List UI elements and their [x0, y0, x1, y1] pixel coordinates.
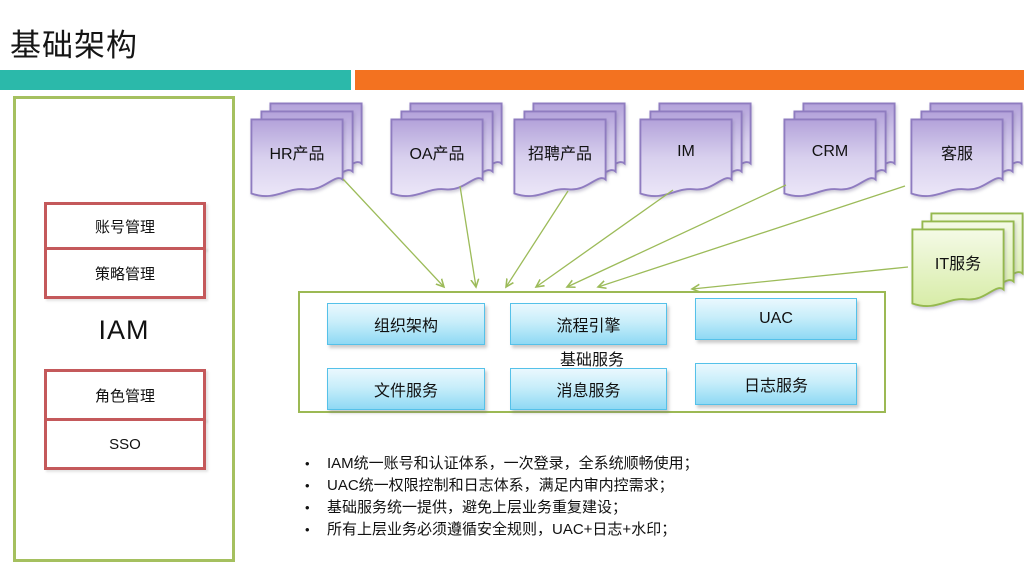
service-box-uac: UAC	[695, 298, 857, 340]
base-services-title: 基础服务	[559, 352, 624, 369]
product-stack-oa: OA产品	[390, 102, 504, 198]
note-item: 基础服务统一提供，避免上层业务重复建设；	[301, 497, 811, 519]
stack-label: IM	[677, 143, 695, 160]
stack-label: HR产品	[269, 146, 325, 163]
product-stack-crm: CRM	[783, 102, 897, 198]
product-stack-support: 客服	[910, 102, 1024, 198]
iam-panel: 账号管理 策略管理 IAM 角色管理 SSO	[13, 96, 235, 562]
service-box-file-service: 文件服务	[327, 368, 485, 410]
stack-label: 客服	[940, 146, 973, 163]
accent-bar-teal	[0, 70, 351, 90]
iam-item-sso: SSO	[44, 418, 206, 470]
stack-label: OA产品	[409, 146, 465, 163]
iam-item-account-mgmt: 账号管理	[44, 202, 206, 250]
it-service-stack: IT服务	[911, 212, 1024, 308]
base-services-panel: 组织架构 流程引擎 UAC 基础服务 文件服务 消息服务 日志服务	[298, 291, 886, 413]
service-box-org-structure: 组织架构	[327, 303, 485, 345]
note-item: 所有上层业务必须遵循安全规则，UAC+日志+水印；	[301, 519, 811, 541]
stack-label: CRM	[811, 143, 849, 160]
note-item: IAM统一账号和认证体系，一次登录，全系统顺畅使用；	[301, 453, 811, 475]
iam-top-group: 账号管理 策略管理	[44, 202, 206, 299]
accent-bar-orange	[355, 70, 1024, 90]
iam-panel-title: IAM	[98, 315, 150, 345]
stack-label: 招聘产品	[527, 146, 592, 163]
iam-item-role-mgmt: 角色管理	[44, 369, 206, 421]
service-box-log-service: 日志服务	[695, 363, 857, 405]
iam-item-policy-mgmt: 策略管理	[44, 247, 206, 299]
product-stack-recruit: 招聘产品	[513, 102, 627, 198]
note-item: UAC统一权限控制和日志体系，满足内审内控需求；	[301, 475, 811, 497]
stack-label: IT服务	[934, 256, 982, 273]
iam-bottom-group: 角色管理 SSO	[44, 369, 206, 470]
service-box-workflow-engine: 流程引擎	[510, 303, 667, 345]
notes-list: IAM统一账号和认证体系，一次登录，全系统顺畅使用； UAC统一权限控制和日志体…	[301, 453, 811, 541]
product-stack-im: IM	[639, 102, 753, 198]
page-title: 基础架构	[10, 28, 138, 63]
product-stack-hr: HR产品	[250, 102, 364, 198]
service-box-message-service: 消息服务	[510, 368, 667, 410]
